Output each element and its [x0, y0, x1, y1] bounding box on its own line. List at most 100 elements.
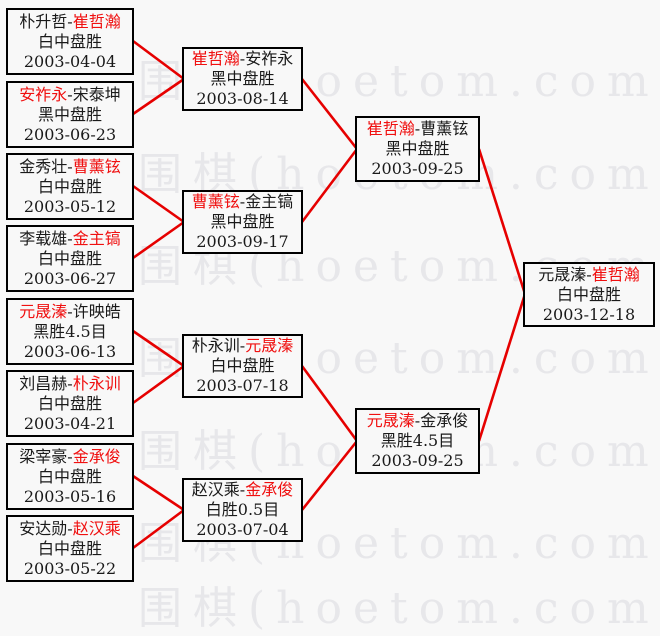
player-name: 宋泰坤	[72, 84, 121, 104]
player-name: 金承俊	[72, 446, 121, 466]
match-date: 2003-04-04	[23, 51, 117, 71]
player-name: 元晟溱	[19, 301, 68, 321]
player-name: 曹薰铉	[420, 119, 469, 138]
match-result: 白中盘胜	[210, 356, 275, 375]
player-name: 朴升哲	[19, 11, 68, 31]
player-name: 曹薰铉	[72, 156, 121, 176]
vs-dash: -	[67, 301, 73, 321]
match-box-r2-1: 崔哲瀚-安祚永 黑中盘胜 2003-08-14	[182, 47, 303, 111]
match-players: 元晟溱-崔哲瀚	[538, 265, 639, 285]
match-players: 安祚永-宋泰坤	[19, 85, 120, 105]
connector-line	[132, 184, 185, 224]
player-name: 金承俊	[245, 480, 294, 499]
match-result: 黑中盘胜	[37, 104, 102, 124]
player-name: 朴永训	[72, 373, 121, 393]
player-name: 金秀壮	[19, 156, 68, 176]
vs-dash: -	[67, 156, 73, 176]
match-result: 白中盘胜	[37, 538, 102, 558]
connector-line	[300, 365, 359, 442]
match-box-r1-7: 梁宰豪-金承俊 白中盘胜 2003-05-16	[6, 443, 134, 510]
player-name: 元晟溱	[366, 411, 415, 430]
player-name: 金主镐	[72, 228, 121, 248]
player-name: 金承俊	[420, 411, 469, 430]
vs-dash: -	[67, 446, 73, 466]
match-players: 金秀壮-曹薰铉	[19, 157, 120, 177]
match-date: 2003-06-13	[23, 341, 117, 361]
match-result: 黑中盘胜	[210, 212, 275, 231]
vs-dash: -	[414, 411, 421, 430]
player-name: 许映皓	[72, 301, 121, 321]
match-players: 赵汉乘-金承俊	[192, 480, 293, 500]
player-name: 崔哲瀚	[191, 49, 240, 68]
player-name: 赵汉乘	[72, 518, 121, 538]
match-date: 2003-04-21	[23, 413, 117, 433]
player-name: 赵汉乘	[191, 480, 240, 499]
match-box-r1-6: 刘昌赫-朴永训 白中盘胜 2003-04-21	[6, 370, 134, 437]
vs-dash: -	[239, 192, 246, 211]
match-date: 2003-05-12	[23, 196, 117, 216]
match-players: 刘昌赫-朴永训	[19, 374, 120, 394]
match-players: 朴永训-元晟溱	[192, 336, 293, 356]
connector-line	[477, 148, 527, 295]
match-result: 白中盘胜	[37, 31, 102, 51]
player-name: 李载雄	[19, 228, 68, 248]
bracket-lines	[132, 39, 527, 550]
player-name: 崔哲瀚	[72, 11, 121, 31]
connector-line	[132, 329, 185, 368]
match-box-r2-4: 赵汉乘-金承俊 白胜0.5目 2003-07-04	[182, 478, 303, 542]
connector-line	[132, 474, 185, 512]
match-box-final: 元晟溱-崔哲瀚 白中盘胜 2003-12-18	[523, 262, 655, 327]
player-name: 刘昌赫	[19, 373, 68, 393]
vs-dash: -	[414, 119, 421, 138]
match-players: 朴升哲-崔哲瀚	[19, 12, 120, 32]
match-date: 2003-09-25	[371, 451, 464, 470]
connector-line	[132, 39, 185, 81]
match-box-r1-3: 金秀壮-曹薰铉 白中盘胜 2003-05-12	[6, 153, 134, 220]
match-box-r1-8: 安达勋-赵汉乘 白中盘胜 2003-05-22	[6, 515, 134, 582]
match-date: 2003-05-16	[23, 486, 117, 506]
match-players: 崔哲瀚-曹薰铉	[367, 119, 468, 139]
match-players: 安达勋-赵汉乘	[19, 519, 120, 539]
vs-dash: -	[67, 11, 73, 31]
match-date: 2003-08-14	[196, 89, 289, 108]
match-box-r1-4: 李载雄-金主镐 白中盘胜 2003-06-27	[6, 225, 134, 292]
match-date: 2003-12-18	[542, 304, 636, 324]
vs-dash: -	[239, 49, 246, 68]
match-players: 元晟溱-许映皓	[19, 302, 120, 322]
player-name: 安达勋	[19, 518, 68, 538]
vs-dash: -	[67, 228, 73, 248]
player-name: 元晟溱	[245, 336, 294, 355]
connector-line	[132, 77, 185, 116]
connector-line	[132, 364, 185, 405]
match-result: 白中盘胜	[556, 284, 621, 304]
vs-dash: -	[67, 84, 73, 104]
player-name: 崔哲瀚	[366, 119, 415, 138]
match-players: 崔哲瀚-安祚永	[192, 49, 293, 69]
match-players: 李载雄-金主镐	[19, 229, 120, 249]
player-name: 曹薰铉	[191, 192, 240, 211]
match-box-r1-1: 朴升哲-崔哲瀚 白中盘胜 2003-04-04	[6, 8, 134, 75]
match-result: 白中盘胜	[37, 393, 102, 413]
player-name: 朴永训	[191, 336, 240, 355]
player-name: 崔哲瀚	[591, 264, 640, 284]
match-result: 白胜0.5目	[205, 500, 280, 519]
match-result: 黑胜4.5目	[380, 431, 455, 450]
connector-line	[300, 148, 359, 223]
match-date: 2003-07-04	[196, 520, 289, 539]
match-date: 2003-06-23	[23, 124, 117, 144]
match-result: 黑胜4.5目	[33, 321, 107, 341]
match-date: 2003-06-27	[23, 268, 117, 288]
vs-dash: -	[67, 373, 73, 393]
player-name: 安祚永	[245, 49, 294, 68]
match-result: 白中盘胜	[37, 466, 102, 486]
vs-dash: -	[239, 480, 246, 499]
match-result: 黑中盘胜	[210, 69, 275, 88]
connector-line	[300, 78, 359, 150]
match-date: 2003-07-18	[196, 376, 289, 395]
connector-line	[132, 220, 185, 260]
match-players: 梁宰豪-金承俊	[19, 447, 120, 467]
match-result: 白中盘胜	[37, 176, 102, 196]
connector-line	[300, 440, 359, 511]
match-date: 2003-05-22	[23, 558, 117, 578]
match-date: 2003-09-25	[371, 159, 464, 178]
